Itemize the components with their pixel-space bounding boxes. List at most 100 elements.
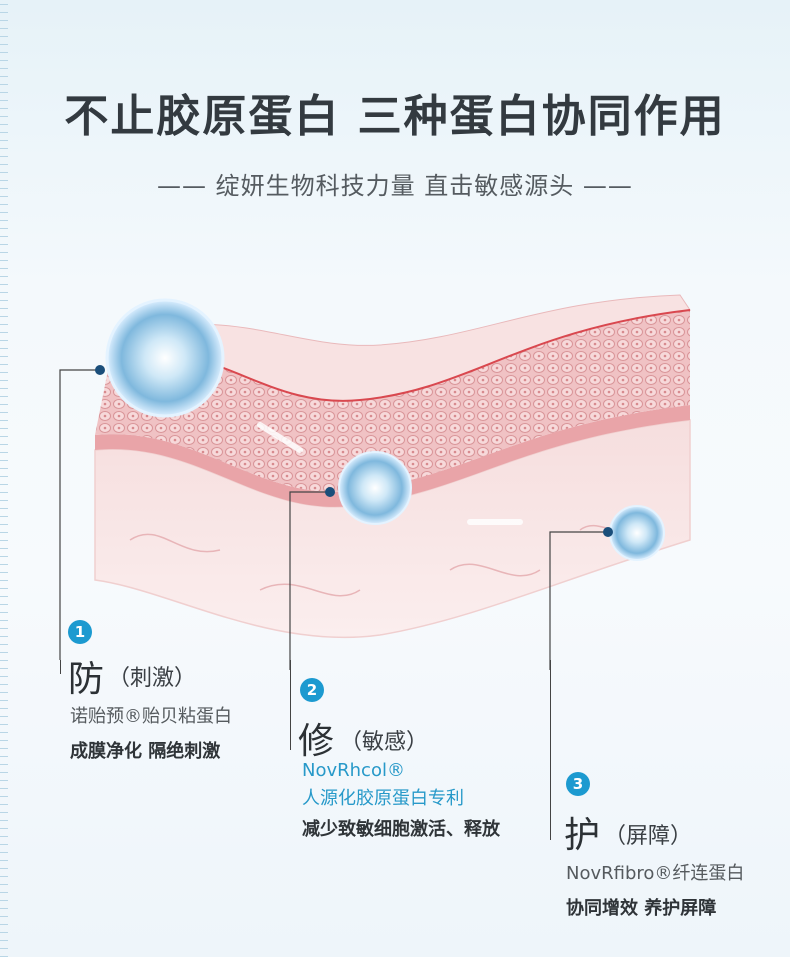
ruler-tick <box>0 92 8 93</box>
ruler-tick <box>0 452 8 453</box>
ruler-tick <box>0 236 8 237</box>
ruler-tick <box>0 36 8 37</box>
ruler-tick <box>0 636 8 637</box>
ruler-tick <box>0 348 8 349</box>
ruler-tick <box>0 340 8 341</box>
ruler-tick <box>0 564 8 565</box>
ruler-tick <box>0 756 8 757</box>
ruler-tick <box>0 396 8 397</box>
item-3-number-badge: 3 <box>566 772 590 796</box>
ruler-tick <box>0 612 8 613</box>
ruler-tick <box>0 740 8 741</box>
ruler-tick <box>0 900 8 901</box>
side-ruler-decoration <box>0 0 22 957</box>
ruler-tick <box>0 516 8 517</box>
item-2-effect: 减少致敏细胞激活、释放 <box>302 819 500 840</box>
ruler-tick <box>0 372 8 373</box>
ruler-tick <box>0 140 8 141</box>
ruler-tick <box>0 188 8 189</box>
ruler-tick <box>0 508 8 509</box>
ruler-tick <box>0 580 8 581</box>
ruler-tick <box>0 868 8 869</box>
item-2-brand: NovRhcol® <box>302 760 405 781</box>
ruler-tick <box>0 44 8 45</box>
ruler-tick <box>0 660 8 661</box>
ruler-tick <box>0 588 8 589</box>
ruler-tick <box>0 892 8 893</box>
ruler-tick <box>0 596 8 597</box>
ruler-tick <box>0 356 8 357</box>
ruler-tick <box>0 476 8 477</box>
ruler-tick <box>0 300 8 301</box>
ruler-tick <box>0 220 8 221</box>
ruler-tick <box>0 804 8 805</box>
ruler-tick <box>0 252 8 253</box>
ruler-tick <box>0 204 8 205</box>
page-subtitle: —— 绽妍生物科技力量 直击敏感源头 —— <box>157 172 633 200</box>
ruler-tick <box>0 556 8 557</box>
ruler-tick <box>0 428 8 429</box>
item-3-heading-note: （屏障） <box>604 824 693 849</box>
ruler-tick <box>0 716 8 717</box>
ruler-tick <box>0 732 8 733</box>
ruler-tick <box>0 844 8 845</box>
skin-layer-illustration <box>59 294 691 670</box>
leader-line-1 <box>60 660 61 674</box>
ruler-tick <box>0 380 8 381</box>
ruler-tick <box>0 876 8 877</box>
ruler-tick <box>0 908 8 909</box>
ruler-tick <box>0 852 8 853</box>
item-1-ingredient: 诺贻预®贻贝粘蛋白 <box>70 706 232 727</box>
ruler-tick <box>0 524 8 525</box>
ruler-tick <box>0 84 8 85</box>
ruler-tick <box>0 116 8 117</box>
ruler-tick <box>0 28 8 29</box>
ruler-tick <box>0 180 8 181</box>
ruler-tick <box>0 772 8 773</box>
ruler-tick <box>0 316 8 317</box>
ruler-tick <box>0 884 8 885</box>
ruler-tick <box>0 620 8 621</box>
ruler-tick <box>0 540 8 541</box>
ruler-tick <box>0 532 8 533</box>
ruler-tick <box>0 244 8 245</box>
ruler-tick <box>0 332 8 333</box>
ruler-tick <box>0 668 8 669</box>
leader-line-2 <box>290 660 291 750</box>
ruler-tick <box>0 436 8 437</box>
item-1-number-badge: 1 <box>68 620 92 644</box>
ruler-tick <box>0 108 8 109</box>
ruler-tick <box>0 836 8 837</box>
ruler-tick <box>0 572 8 573</box>
ruler-tick <box>0 60 8 61</box>
ruler-tick <box>0 468 8 469</box>
item-2-heading: 修 <box>298 721 335 762</box>
ruler-tick <box>0 940 8 941</box>
ruler-tick <box>0 604 8 605</box>
ruler-tick <box>0 932 8 933</box>
ruler-tick <box>0 156 8 157</box>
ruler-tick <box>0 268 8 269</box>
ruler-tick <box>0 492 8 493</box>
ruler-tick <box>0 100 8 101</box>
ruler-tick <box>0 148 8 149</box>
ruler-tick <box>0 548 8 549</box>
leader-line-3 <box>550 660 551 840</box>
ruler-tick <box>0 812 8 813</box>
ruler-tick <box>0 172 8 173</box>
ruler-tick <box>0 796 8 797</box>
item-1-heading-note: （刺激） <box>108 666 197 691</box>
ruler-tick <box>0 708 8 709</box>
page-title: 不止胶原蛋白 三种蛋白协同作用 <box>64 91 726 142</box>
ruler-tick <box>0 692 8 693</box>
ruler-tick <box>0 748 8 749</box>
ruler-tick <box>0 764 8 765</box>
ruler-tick <box>0 196 8 197</box>
ruler-tick <box>0 700 8 701</box>
ruler-tick <box>0 164 8 165</box>
item-3-heading: 护 <box>564 815 601 856</box>
ruler-tick <box>0 820 8 821</box>
ruler-tick <box>0 308 8 309</box>
ruler-tick <box>0 916 8 917</box>
ruler-tick <box>0 500 8 501</box>
